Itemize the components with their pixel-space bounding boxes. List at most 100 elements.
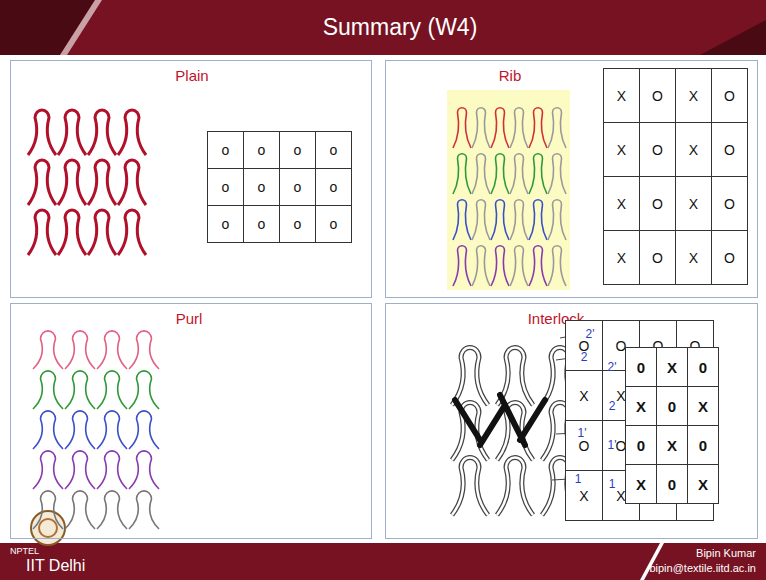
table-cell: O	[711, 122, 748, 177]
knit-loop	[453, 200, 471, 240]
row-number: 1	[609, 477, 616, 491]
knit-loop-core	[497, 458, 533, 516]
knit-loop	[118, 160, 146, 205]
knit-loop	[118, 210, 146, 255]
table-cell: X	[675, 122, 712, 177]
knit-loop	[510, 200, 528, 240]
knit-loop	[129, 451, 159, 489]
table-cell: X	[565, 370, 603, 421]
knit-loop	[33, 491, 63, 529]
table-cell: X	[656, 425, 688, 465]
row-number: 2'	[586, 327, 595, 341]
knit-loop	[529, 154, 547, 194]
table-cell: 0	[687, 425, 719, 465]
table-cell: X	[565, 470, 603, 521]
header-stripe	[60, 0, 102, 55]
purl-loops	[33, 331, 159, 529]
nptel-logo	[31, 511, 65, 545]
table-cell: O	[639, 122, 676, 177]
knit-loop	[529, 108, 547, 148]
knit-loop	[33, 371, 63, 409]
knit-loop	[65, 411, 95, 449]
table-cell: X	[675, 68, 712, 123]
knit-loop	[548, 108, 566, 148]
knit-loop-core	[452, 403, 488, 461]
table-cell: X	[656, 347, 688, 387]
table-cell: o	[315, 168, 352, 206]
knit-loop	[97, 411, 127, 449]
interlock-loops	[452, 348, 578, 515]
knit-loop	[497, 458, 533, 516]
table-cell: X	[675, 176, 712, 231]
knit-loop	[97, 491, 127, 529]
knit-loop	[491, 200, 509, 240]
knit-loop	[452, 348, 488, 405]
knit-loop	[129, 331, 159, 369]
table-cell: X	[603, 230, 640, 285]
panel-heading: Rib	[499, 67, 522, 84]
panel-heading: Purl	[176, 310, 203, 327]
table-cell: X	[603, 68, 640, 123]
knit-loop	[472, 154, 490, 194]
knit-loop	[118, 110, 146, 155]
table-cell: o	[207, 131, 244, 169]
knit-loop	[65, 491, 95, 529]
knit-loop	[452, 458, 488, 516]
table-cell: O	[639, 176, 676, 231]
knit-loop	[28, 160, 56, 205]
table-cell: O	[639, 68, 676, 123]
knit-loop	[529, 246, 547, 286]
slide-title: Summary (W4)	[323, 14, 478, 41]
header-corner	[700, 20, 766, 55]
knit-loop	[510, 246, 528, 286]
knit-loop	[491, 246, 509, 286]
knit-loop	[453, 108, 471, 148]
knit-loop	[65, 331, 95, 369]
knit-loop	[491, 108, 509, 148]
knit-loop	[510, 108, 528, 148]
table-cell: O	[711, 68, 748, 123]
row-number: 2	[609, 399, 616, 413]
knit-loop	[58, 210, 86, 255]
table-cell: o	[243, 205, 280, 243]
stitch-panel: Purl	[10, 303, 372, 539]
nptel-logo-ring	[39, 519, 57, 537]
row-number: 1'	[608, 438, 617, 452]
table-cell: o	[279, 168, 316, 206]
knit-loop	[548, 200, 566, 240]
row-number: 2'	[608, 360, 617, 374]
knit-loop	[472, 200, 490, 240]
knit-loop-core	[452, 458, 488, 516]
row-number: 1'	[578, 426, 587, 440]
knit-loop	[452, 403, 488, 461]
knit-loop	[28, 110, 56, 155]
knit-loop	[58, 110, 86, 155]
knit-loop	[65, 371, 95, 409]
author-email: bipin@textile.iitd.ac.in	[649, 562, 756, 574]
footer-stripe	[640, 543, 664, 580]
interlock-stitch	[455, 400, 480, 440]
table-cell: 0	[625, 347, 657, 387]
table-cell: o	[279, 205, 316, 243]
knit-loop	[33, 331, 63, 369]
author-name: Bipin Kumar	[696, 547, 756, 559]
knit-loop	[472, 108, 490, 148]
table-cell: X	[625, 386, 657, 426]
table-cell: o	[279, 131, 316, 169]
knit-loop	[33, 451, 63, 489]
row-number: 2	[581, 350, 588, 364]
knit-loop	[65, 451, 95, 489]
table-cell: X	[675, 230, 712, 285]
knit-loop	[97, 331, 127, 369]
row-number: 1	[575, 472, 582, 486]
table-cell: o	[243, 168, 280, 206]
knit-loop	[129, 411, 159, 449]
knit-loop	[88, 210, 116, 255]
knit-loop	[472, 246, 490, 286]
rib-loops	[453, 108, 566, 286]
knit-loop	[548, 246, 566, 286]
table-cell: X	[687, 386, 719, 426]
footer-band	[0, 543, 766, 580]
table-cell: X	[625, 464, 657, 504]
table-cell: X	[687, 464, 719, 504]
